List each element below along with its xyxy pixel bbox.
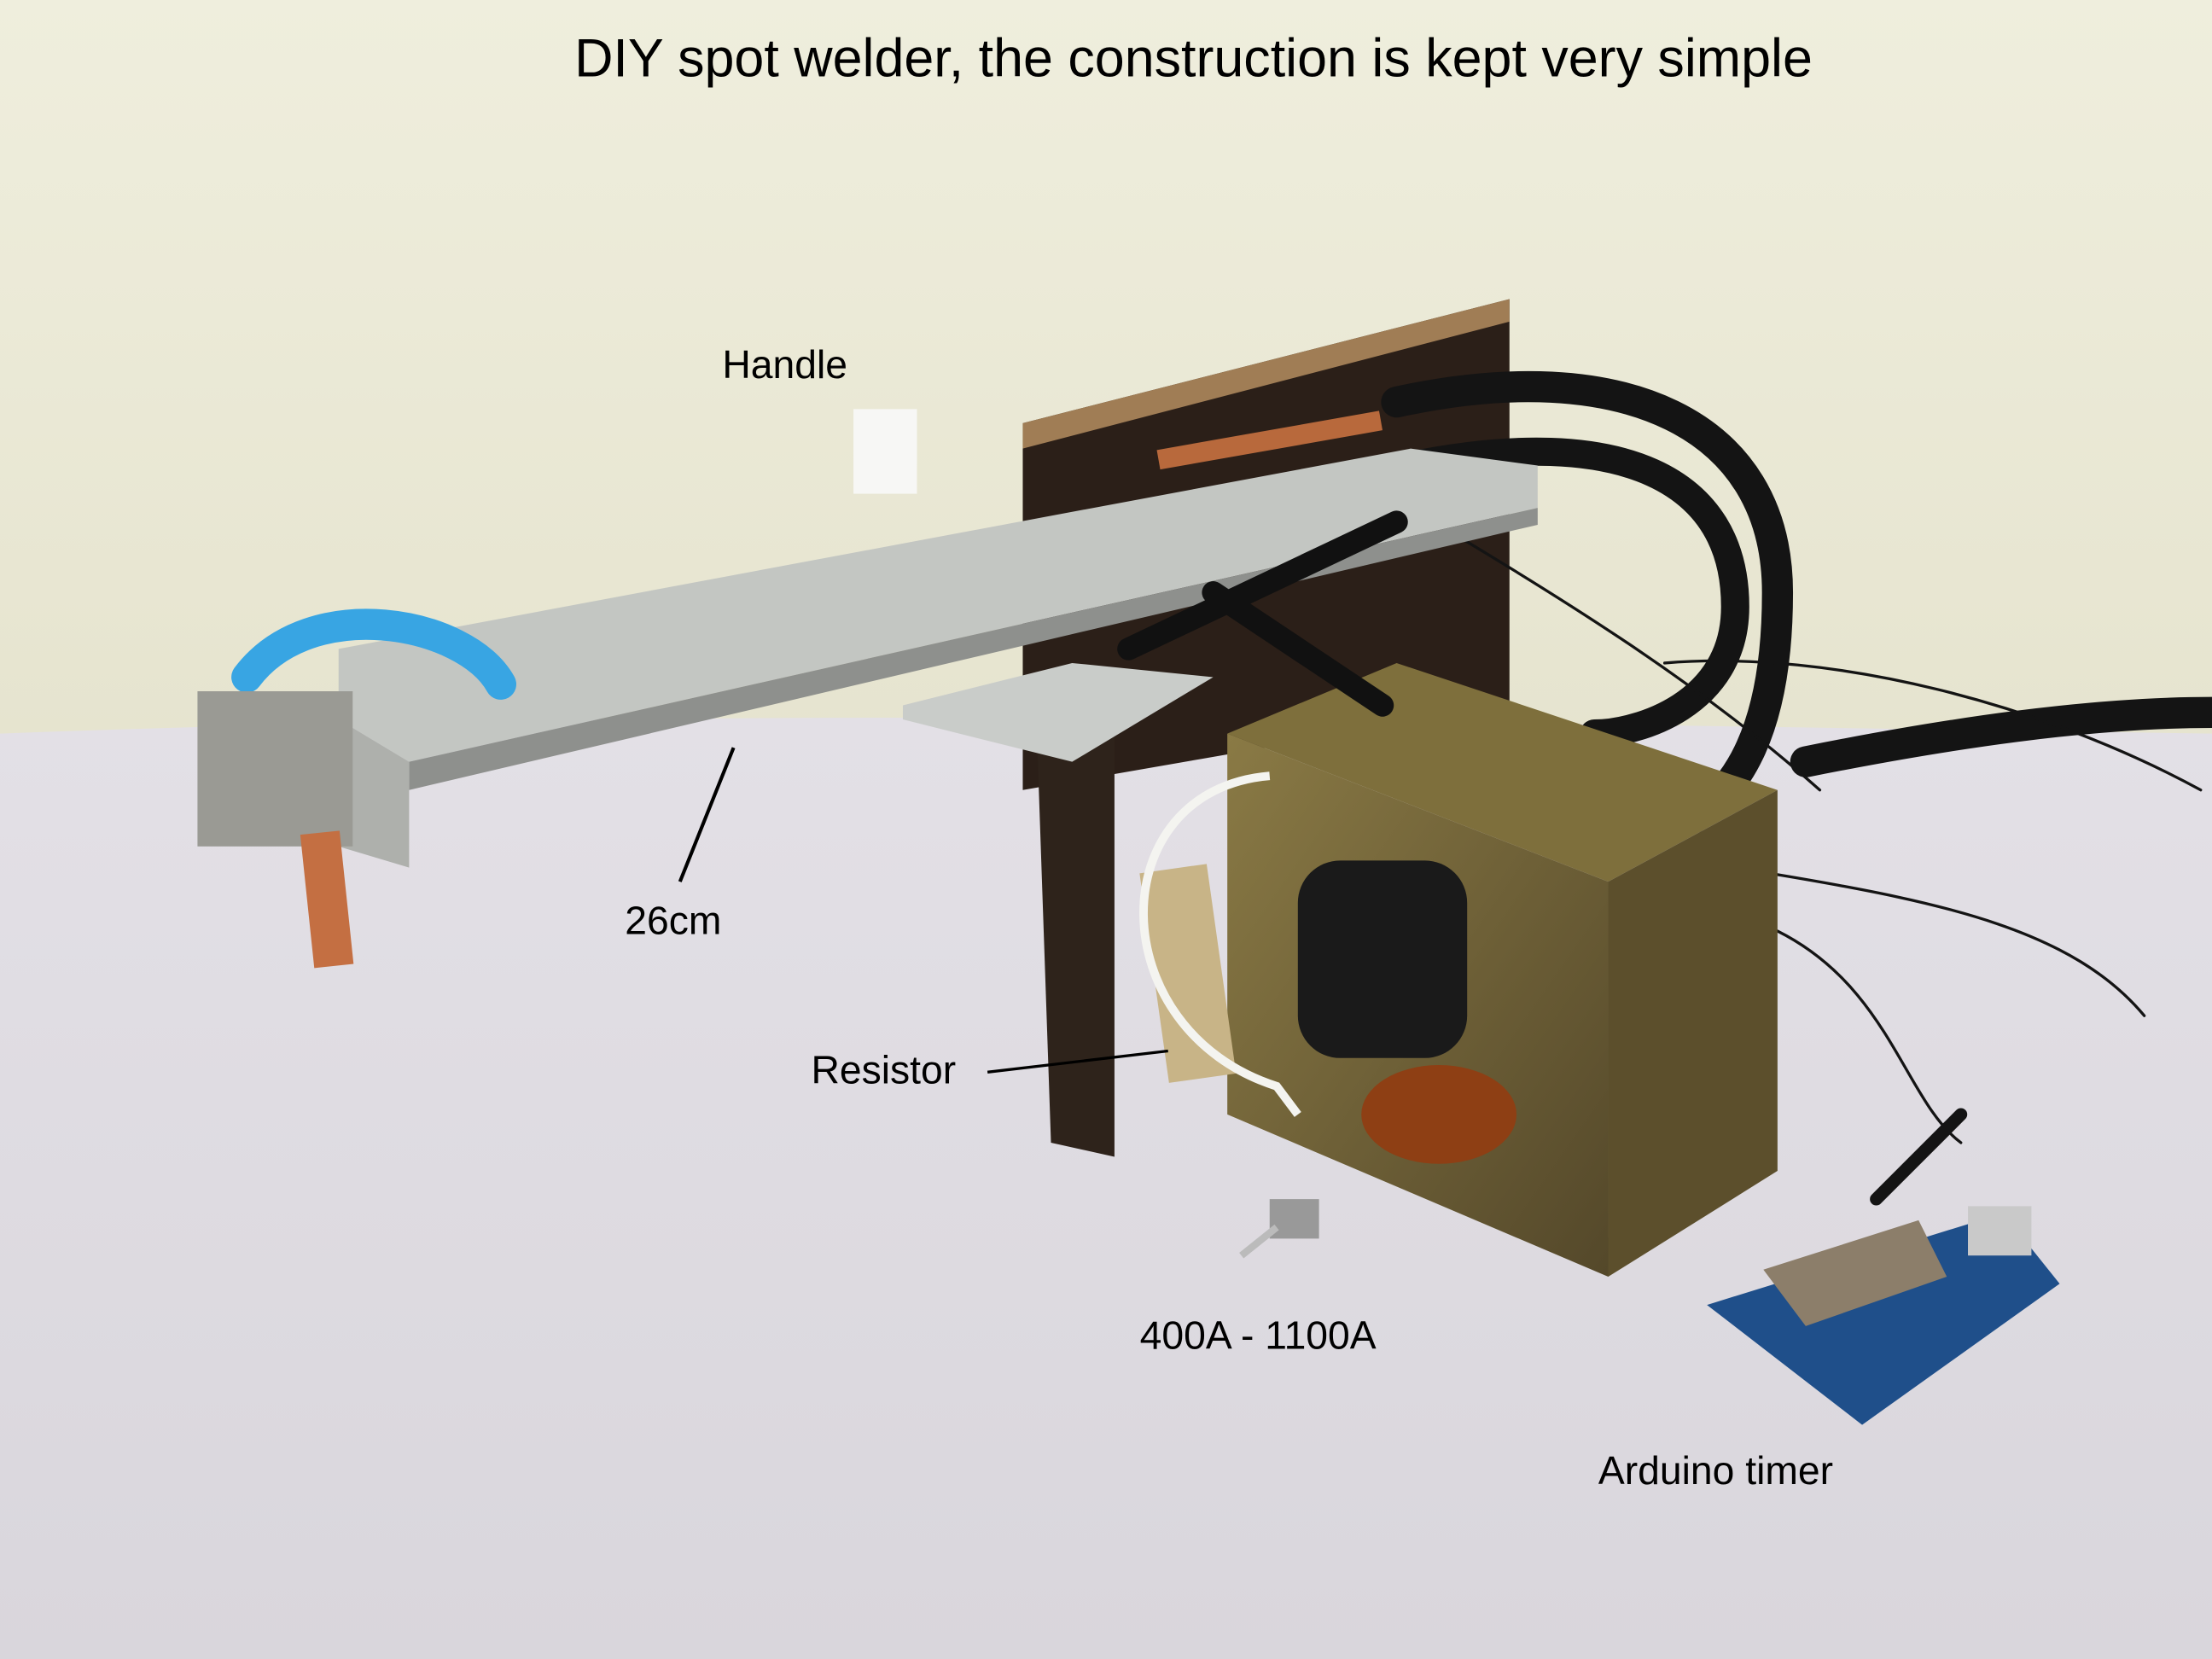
resistor-pointer [987, 1049, 1168, 1074]
welding-arm [197, 409, 1538, 969]
handle-block [853, 409, 917, 494]
primary-coil [1361, 1065, 1517, 1164]
toggle-switch [1269, 1199, 1319, 1239]
current-range-label: 400A - 1100A [1140, 1313, 1377, 1357]
electrode-block [197, 691, 353, 847]
power-resistor [1139, 864, 1237, 1083]
copper-electrode [300, 830, 354, 969]
resistor-label: Resistor [812, 1048, 957, 1092]
handle-label: Handle [722, 342, 847, 387]
secondary-coil [1297, 860, 1468, 1058]
white-wire [1139, 771, 1301, 1117]
length-pointer [678, 747, 736, 882]
copper-strip [1156, 410, 1383, 470]
arduino-board [1707, 1206, 2060, 1425]
clamp [1117, 510, 1408, 717]
power-cables [1381, 370, 2212, 1206]
blue-insulation [231, 608, 517, 700]
arduino-label: Arduino timer [1598, 1448, 1833, 1493]
transformer [1139, 662, 1778, 1278]
photo-title: DIY spot welder, the construction is kep… [574, 28, 1813, 88]
length-label: 26cm [625, 898, 721, 942]
